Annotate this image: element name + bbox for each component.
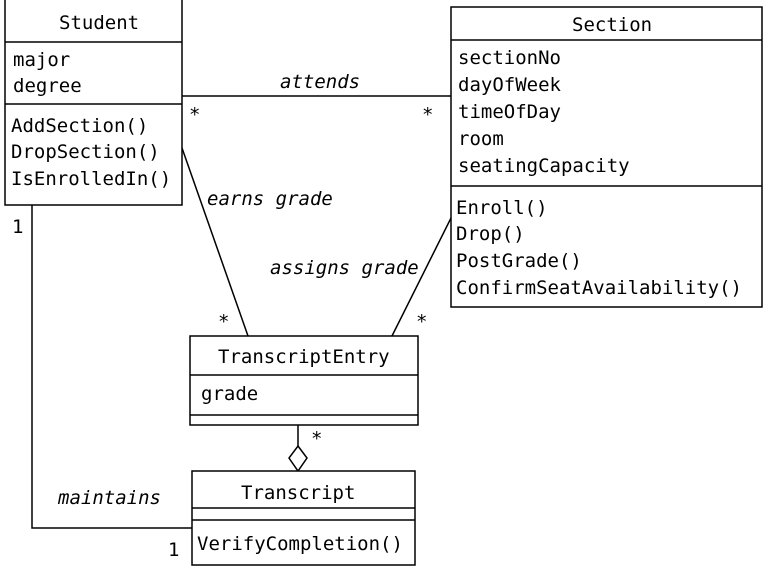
- assigns-grade-association-line: [391, 217, 452, 337]
- class-student: Student major degree AddSection() DropSe…: [4, 0, 183, 206]
- earns-grade-association-line: [181, 147, 249, 337]
- transcript-operation-verifycompletion: VerifyCompletion(): [197, 533, 403, 555]
- section-attribute-room: room: [458, 128, 504, 150]
- section-attribute-dayofweek: dayOfWeek: [458, 74, 562, 96]
- section-operation-drop: Drop(): [456, 223, 525, 245]
- class-section-name: Section: [572, 14, 652, 36]
- section-attribute-seatingcapacity: seatingCapacity: [458, 155, 630, 177]
- class-transcript-entry-name: TranscriptEntry: [218, 346, 390, 368]
- class-student-name: Student: [59, 12, 139, 34]
- section-operation-confirmseatavailability: ConfirmSeatAvailability(): [456, 277, 742, 299]
- class-transcript-name: Transcript: [241, 482, 355, 504]
- earns-grade-entry-multiplicity: *: [218, 311, 229, 333]
- class-transcript-entry: TranscriptEntry grade: [189, 335, 419, 426]
- student-attribute-degree: degree: [13, 75, 82, 97]
- maintains-label: maintains: [57, 487, 161, 509]
- section-attribute-sectionno: sectionNo: [458, 47, 561, 69]
- section-operation-enroll: Enroll(): [456, 197, 548, 219]
- aggregation-diamond-icon: [288, 444, 308, 473]
- aggregation-entry-multiplicity: *: [311, 428, 322, 450]
- class-section: Section sectionNo dayOfWeek timeOfDay ro…: [450, 6, 763, 308]
- student-operation-addsection: AddSection(): [11, 115, 148, 137]
- attends-section-multiplicity: *: [422, 104, 433, 126]
- assigns-grade-entry-multiplicity: *: [416, 311, 427, 333]
- earns-grade-label: earns grade: [207, 188, 333, 210]
- class-transcript: Transcript VerifyCompletion(): [191, 470, 416, 566]
- assigns-grade-label: assigns grade: [270, 257, 419, 279]
- student-operation-dropsection: DropSection(): [11, 141, 160, 163]
- transcript-entry-attribute-grade: grade: [201, 383, 258, 405]
- maintains-transcript-multiplicity: 1: [168, 539, 179, 561]
- attends-label: attends: [280, 71, 360, 93]
- student-attribute-major: major: [13, 49, 70, 71]
- attends-student-multiplicity: *: [189, 104, 200, 126]
- student-operation-isenrolledin: IsEnrolledIn(): [11, 168, 171, 190]
- maintains-association-line: [31, 205, 192, 529]
- maintains-student-multiplicity: 1: [12, 216, 23, 238]
- section-attribute-timeofday: timeOfDay: [458, 101, 561, 123]
- section-operation-postgrade: PostGrade(): [456, 250, 582, 272]
